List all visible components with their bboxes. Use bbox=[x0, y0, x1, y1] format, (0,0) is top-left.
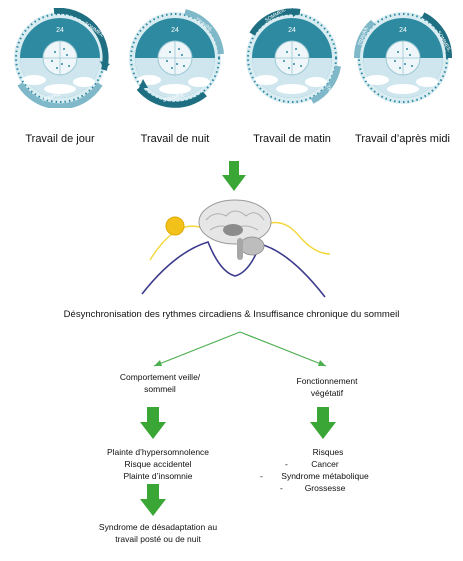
left-syndrome: Syndrome de désadaptation au travail pos… bbox=[98, 522, 218, 544]
right-risks: Risques bbox=[312, 447, 344, 457]
left-branch-header: Comportement veille/ sommeil bbox=[119, 372, 201, 394]
main-title: Désynchronisation des rythmes circadiens… bbox=[63, 309, 400, 320]
clock-nuit-icon: 24 TRAVAIL SOMMEIL bbox=[128, 9, 224, 108]
clock-apresmidi-icon: 24 SOMMEIL TRAVAIL bbox=[353, 11, 452, 105]
right-branch-header: Fonctionnement végétatif bbox=[296, 376, 358, 398]
split-connector bbox=[153, 331, 327, 367]
left-complaints: Plainte d’hypersomnolence Risque acciden… bbox=[106, 447, 210, 481]
svg-text:TRAVAIL: TRAVAIL bbox=[324, 84, 338, 105]
svg-text:24: 24 bbox=[171, 27, 179, 34]
risk-item: - Syndrome métabolique bbox=[260, 471, 369, 481]
svg-text:SOMMEIL: SOMMEIL bbox=[162, 92, 186, 104]
clock-jour-icon: 24 SOMMEIL TRAVAIL bbox=[13, 8, 110, 108]
arrow-down-right-icon bbox=[310, 407, 336, 439]
arrow-down-left-2-icon bbox=[140, 484, 166, 516]
svg-text:24: 24 bbox=[288, 27, 296, 34]
clock-label-jour: Travail de jour bbox=[25, 133, 95, 145]
risk-item: - Cancer bbox=[285, 459, 339, 469]
clock-matin-icon: 24 SOMMEIL TRAVAIL bbox=[245, 8, 341, 105]
svg-text:24: 24 bbox=[399, 27, 407, 34]
risk-list: - Cancer - Syndrome métabolique - Grosse… bbox=[260, 458, 385, 494]
clock-label-nuit: Travail de nuit bbox=[140, 133, 210, 145]
arrow-down-1-icon bbox=[222, 161, 246, 191]
clock-label-matin: Travail de matin bbox=[253, 133, 331, 145]
brain-illustration bbox=[141, 199, 330, 298]
arrow-down-left-1-icon bbox=[140, 407, 166, 439]
svg-text:24: 24 bbox=[56, 27, 64, 34]
risk-item: - Grossesse bbox=[280, 483, 346, 493]
clock-label-apresmidi: Travail d’après midi bbox=[355, 133, 450, 145]
